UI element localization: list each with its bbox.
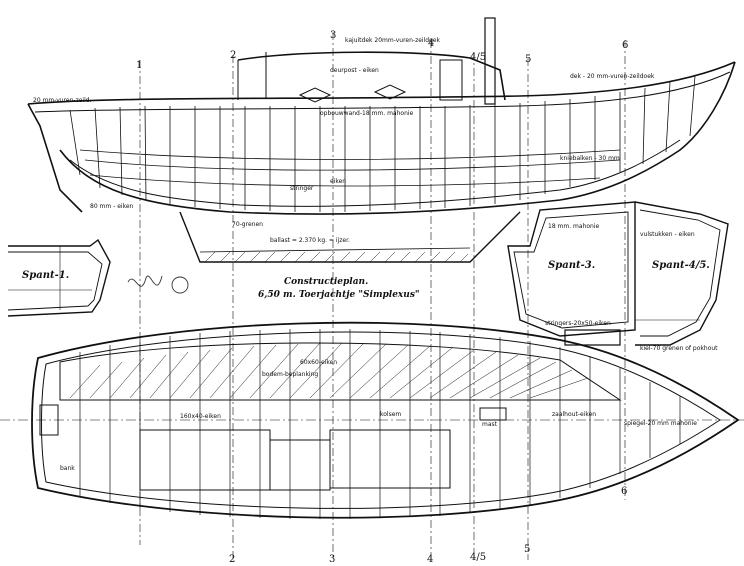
label-kajuitdek: kajuitdek 20mm-vuren-zeildoek xyxy=(345,37,440,44)
station-45-top: 4/5 xyxy=(470,52,486,63)
station-3-bottom: 3 xyxy=(329,554,335,565)
label-stringers-eiken: stringers-20x50-eiken xyxy=(545,320,611,327)
label-mast-plan: mast xyxy=(482,421,498,428)
section-label-spant-1: Spant-1. xyxy=(22,270,69,281)
plan-title-line1: Constructieplan. xyxy=(284,277,368,287)
label-80mm-eiken: 80 mm - eiken xyxy=(90,203,134,210)
label-kniebalken: kniebalken - 30 mm xyxy=(560,155,620,162)
label-deurpost: deurpost - eiken xyxy=(330,67,379,74)
label-plan-60-eiken: 60x60-eiken xyxy=(300,359,337,366)
section-label-spant-45: Spant-4/5. xyxy=(652,260,710,271)
section-spant-1 xyxy=(7,238,111,317)
section-spant-3 xyxy=(507,201,636,346)
side-profile xyxy=(27,17,736,263)
station-5-bottom: 5 xyxy=(524,544,530,555)
plan-title-line2: 6,50 m. Toerjachtje "Simplexus" xyxy=(258,290,420,300)
label-ballast: ballast = 2.370 kg. = ijzer. xyxy=(270,237,350,244)
label-plan-160-eiken: 160x40-eiken xyxy=(180,413,221,420)
station-1-top: 1 xyxy=(136,60,142,71)
label-vuren-zeild: 20 mm-vuren-zeild. xyxy=(33,97,92,104)
station-2-bottom: 2 xyxy=(229,554,235,565)
label-opbouwwand: opbouwwand-18 mm. mahonie xyxy=(320,110,414,117)
plan-view xyxy=(0,321,744,519)
signature-mark xyxy=(127,275,189,294)
label-dek: dek - 20 mm-vuren-zeildoek xyxy=(570,73,655,80)
label-spiegel: spiegel-20 mm mahonie xyxy=(624,420,697,427)
section-spant-45 xyxy=(634,201,729,346)
station-45-bottom: 4/5 xyxy=(470,552,486,563)
label-bodem-beplanking: bodem-beplanking xyxy=(262,371,318,378)
label-stringer: stringer xyxy=(290,185,314,192)
label-bank: bank xyxy=(60,465,75,472)
station-4-bottom: 4 xyxy=(427,554,433,565)
station-6-bottom: 6 xyxy=(621,486,627,497)
label-mahonie-18: 18 mm. mahonie xyxy=(548,223,600,230)
section-label-spant-3: Spant-3. xyxy=(548,260,595,271)
label-zaalhout: zaalhout-eiken xyxy=(552,411,596,418)
label-eiken: eiken xyxy=(330,178,346,185)
label-kolsem: kolsem xyxy=(380,411,401,418)
label-vulstukken: vulstukken - eiken xyxy=(640,231,695,238)
label-70-grenen: 70-grenen xyxy=(232,221,263,228)
label-kiel-grenen: kiel-70 grenen of pokhout xyxy=(640,345,718,352)
